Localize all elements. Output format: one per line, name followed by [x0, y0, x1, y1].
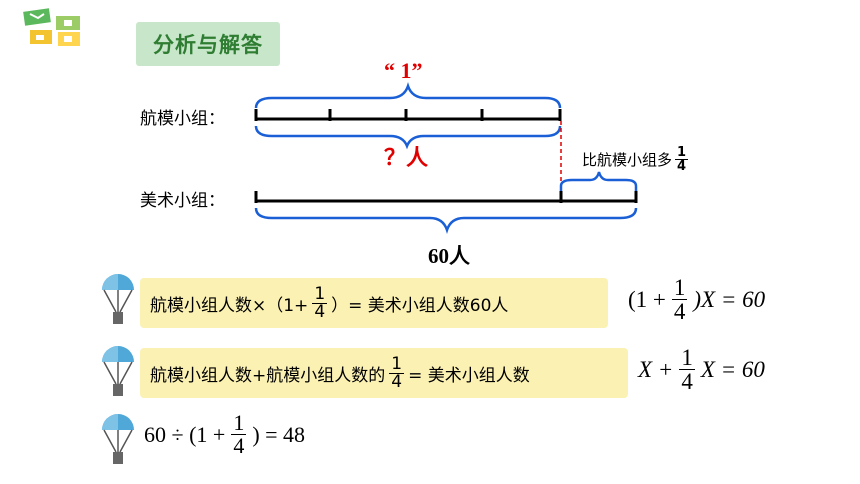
- row2-text-a: 航模小组人数+航模小组人数的: [150, 365, 386, 386]
- section-title-box: 分析与解答: [136, 22, 280, 66]
- row2-fraction: 1 4: [389, 353, 405, 392]
- row1-text-b: ）= 美术小组人数60人: [331, 295, 509, 316]
- meishu-label: 美术小组：: [140, 191, 225, 211]
- row1-text-a: 航模小组人数×（1+: [150, 295, 309, 316]
- more-text: 比航模小组多: [582, 151, 673, 169]
- parachute-icon: [98, 342, 138, 402]
- formula-3: 60 ÷ (1 + 1 4 ) = 48: [144, 410, 306, 458]
- row1-fraction: 1 4: [312, 283, 328, 322]
- parachute-icon: [98, 410, 138, 470]
- equation-box-2: 航模小组人数+航模小组人数的 1 4 = 美术小组人数: [140, 348, 628, 398]
- unit-one-label: “ 1”: [384, 58, 423, 83]
- equation-box-1: 航模小组人数×（1+ 1 4 ）= 美术小组人数60人: [140, 278, 608, 328]
- unknown-brace: [254, 125, 562, 150]
- logo-icon: [18, 8, 88, 48]
- formula-1: (1 + 1 4 )X = 60: [628, 275, 766, 324]
- row2-text-b: = 美术小组人数: [408, 365, 530, 386]
- more-fraction: 1 4: [675, 145, 689, 174]
- formula-2: X + 1 4 X = 60: [638, 345, 765, 394]
- formula-2-fraction: 1 4: [679, 345, 695, 394]
- unknown-label: ？人: [384, 145, 429, 170]
- parachute-icon: [98, 270, 138, 330]
- top-brace: [254, 82, 562, 109]
- formula-3-fraction: 1 4: [231, 410, 247, 458]
- section-title: 分析与解答: [153, 33, 263, 57]
- total-brace: [254, 207, 638, 234]
- extra-brace: [559, 171, 638, 192]
- hangmo-label: 航模小组：: [140, 109, 225, 129]
- formula-1-fraction: 1 4: [671, 275, 688, 324]
- total-label: 60人: [428, 244, 470, 268]
- more-note: 比航模小组多 1 4: [582, 145, 689, 174]
